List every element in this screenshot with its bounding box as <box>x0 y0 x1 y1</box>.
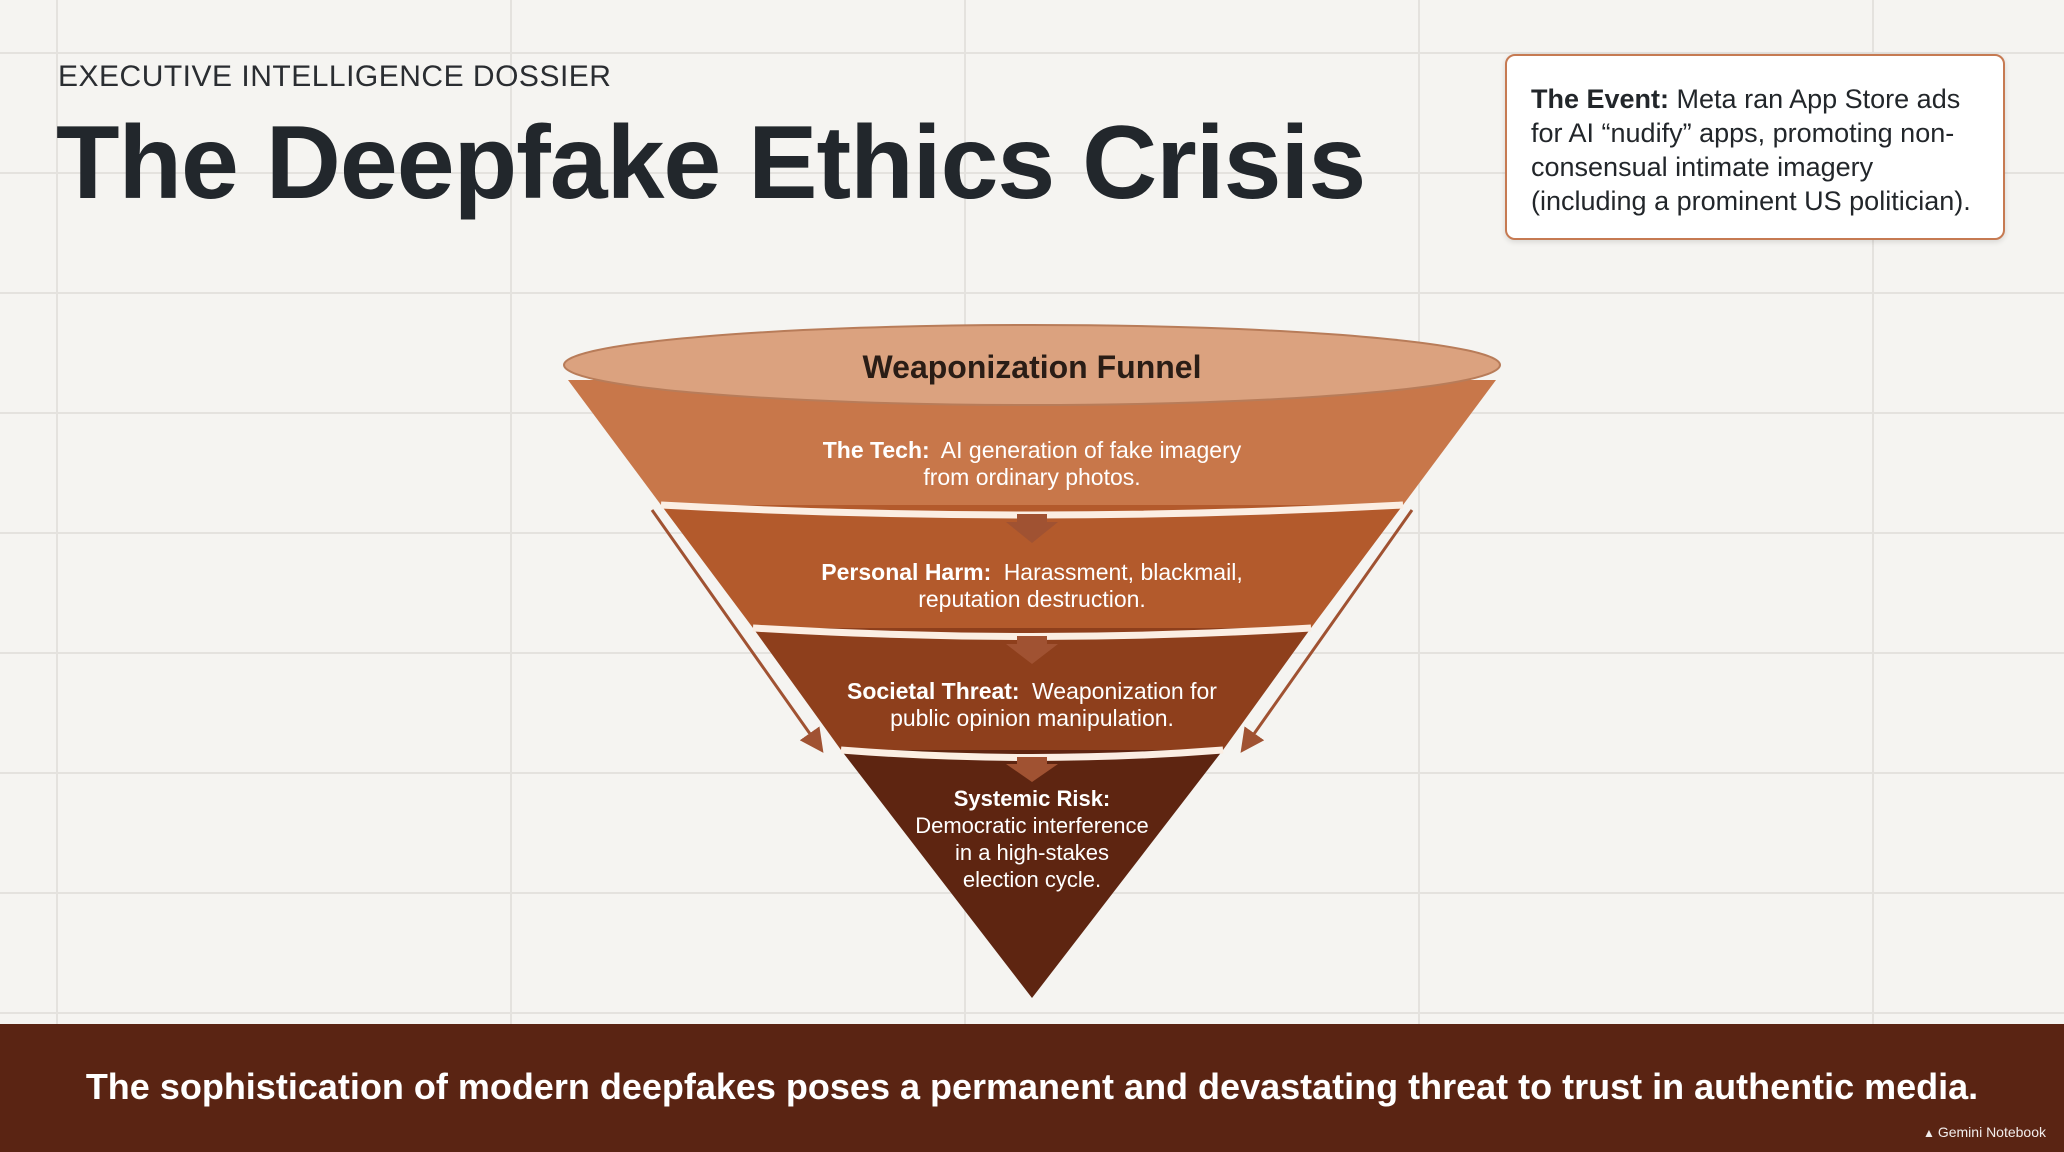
funnel-stage-2 <box>661 505 1403 628</box>
down-arrow-3 <box>1006 757 1058 782</box>
stage-2-label: Personal Harm: <box>821 559 991 585</box>
down-arrow-1 <box>1006 514 1058 543</box>
weaponization-funnel: Weaponization Funnel The Tech: AI genera… <box>563 324 1501 998</box>
gemini-notebook-badge: ▲Gemini Notebook <box>1923 1124 2046 1140</box>
stage-4-label: Systemic Risk: <box>954 786 1111 811</box>
page-title: The Deepfake Ethics Crisis <box>56 105 1366 221</box>
footer-banner: The sophistication of modern deepfakes p… <box>0 1024 2064 1152</box>
stage-4-line-1: Democratic interference <box>915 813 1149 838</box>
stage-3-line-2: public opinion manipulation. <box>890 705 1174 731</box>
stage-1-line-1: AI generation of fake imagery <box>941 437 1242 463</box>
stage-4-line-3: election cycle. <box>963 867 1101 892</box>
left-guide-arrow <box>650 509 824 753</box>
event-label: The Event: <box>1531 84 1670 114</box>
stage-1-line-2: from ordinary photos. <box>923 464 1140 490</box>
funnel-stage-3 <box>753 628 1311 750</box>
stage-4-line-2: in a high-stakes <box>955 840 1109 865</box>
down-arrow-2 <box>1006 636 1058 664</box>
svg-text:Personal Harm: Harassment,: Personal Harm: Harassment, blackmail, <box>821 559 1242 585</box>
right-guide-arrow <box>1240 509 1414 753</box>
footer-statement: The sophistication of modern deepfakes p… <box>85 1066 1979 1107</box>
stage-3-line-1: Weaponization for <box>1032 678 1217 704</box>
funnel-stage-4 <box>841 750 1223 998</box>
funnel-title: Weaponization Funnel <box>863 349 1202 385</box>
stage-2-line-2: reputation destruction. <box>918 586 1146 612</box>
kicker: EXECUTIVE INTELLIGENCE DOSSIER <box>58 60 612 93</box>
svg-text:The Tech: AI generation of: The Tech: AI generation of fake imagery <box>823 437 1242 463</box>
notebook-icon: ▲ <box>1922 1126 1935 1140</box>
stage-2-line-1: Harassment, blackmail, <box>1004 559 1243 585</box>
funnel-stage-1 <box>568 380 1496 505</box>
event-callout: The Event: Meta ran App Store ads for AI… <box>1505 54 2005 240</box>
badge-label: Gemini Notebook <box>1937 1124 2046 1140</box>
stage-3-label: Societal Threat: <box>847 678 1020 704</box>
funnel-rim <box>563 324 1501 406</box>
svg-text:Societal Threat: Weaponiza: Societal Threat: Weaponization for <box>847 678 1217 704</box>
event-text: Meta ran App Store ads for AI “nudify” a… <box>1531 84 1971 216</box>
stage-1-label: The Tech: <box>823 437 930 463</box>
